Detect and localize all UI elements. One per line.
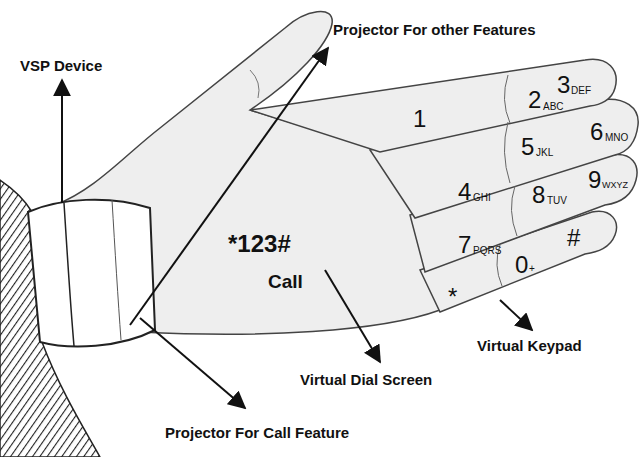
key-letters: WXYZ	[602, 181, 628, 190]
dial-screen-text: *123#	[228, 232, 291, 256]
leader-arrow	[325, 270, 380, 362]
callout-label: Projector For other Features	[333, 22, 536, 37]
key-digit: 8	[532, 183, 545, 207]
leader-arrow	[140, 318, 245, 408]
key-letters: TUV	[547, 196, 567, 206]
leader-arrow	[61, 80, 63, 203]
key-digit: 9	[588, 168, 601, 192]
key-letters: JKL	[536, 148, 553, 158]
finger-crease	[504, 122, 510, 183]
key-digit: 3	[557, 73, 570, 97]
key-digit: 5	[521, 135, 534, 159]
index-finger	[250, 59, 616, 152]
callout-label: Projector For Call Feature	[165, 425, 349, 440]
call-text: Call	[268, 272, 303, 291]
finger-crease	[504, 75, 510, 123]
key-letters: GHI	[473, 193, 491, 203]
key-letters: ABC	[543, 102, 564, 112]
key-symbol: *	[448, 285, 457, 309]
key-letters: MNO	[605, 133, 628, 143]
key-letters: PQRS	[473, 246, 501, 256]
key-symbol: +	[529, 264, 535, 274]
key-letters: DEF	[571, 86, 591, 96]
thumb-crease	[250, 70, 259, 98]
callout-label: Virtual Keypad	[477, 338, 582, 353]
vsp-device	[28, 200, 155, 347]
callout-label: Virtual Dial Screen	[300, 372, 432, 387]
callout-label: VSP Device	[20, 58, 102, 73]
key-digit: 1	[413, 107, 426, 131]
device-seam	[112, 200, 121, 340]
key-symbol: #	[567, 226, 580, 250]
key-digit: 4	[458, 180, 471, 204]
key-digit: 7	[458, 233, 471, 257]
leader-arrow	[500, 300, 532, 330]
key-digit: 6	[590, 120, 603, 144]
key-digit: 2	[528, 88, 541, 112]
device-seam	[64, 203, 74, 346]
finger-crease	[511, 186, 517, 236]
leader-arrow	[130, 48, 328, 325]
key-digit: 0	[515, 253, 528, 277]
